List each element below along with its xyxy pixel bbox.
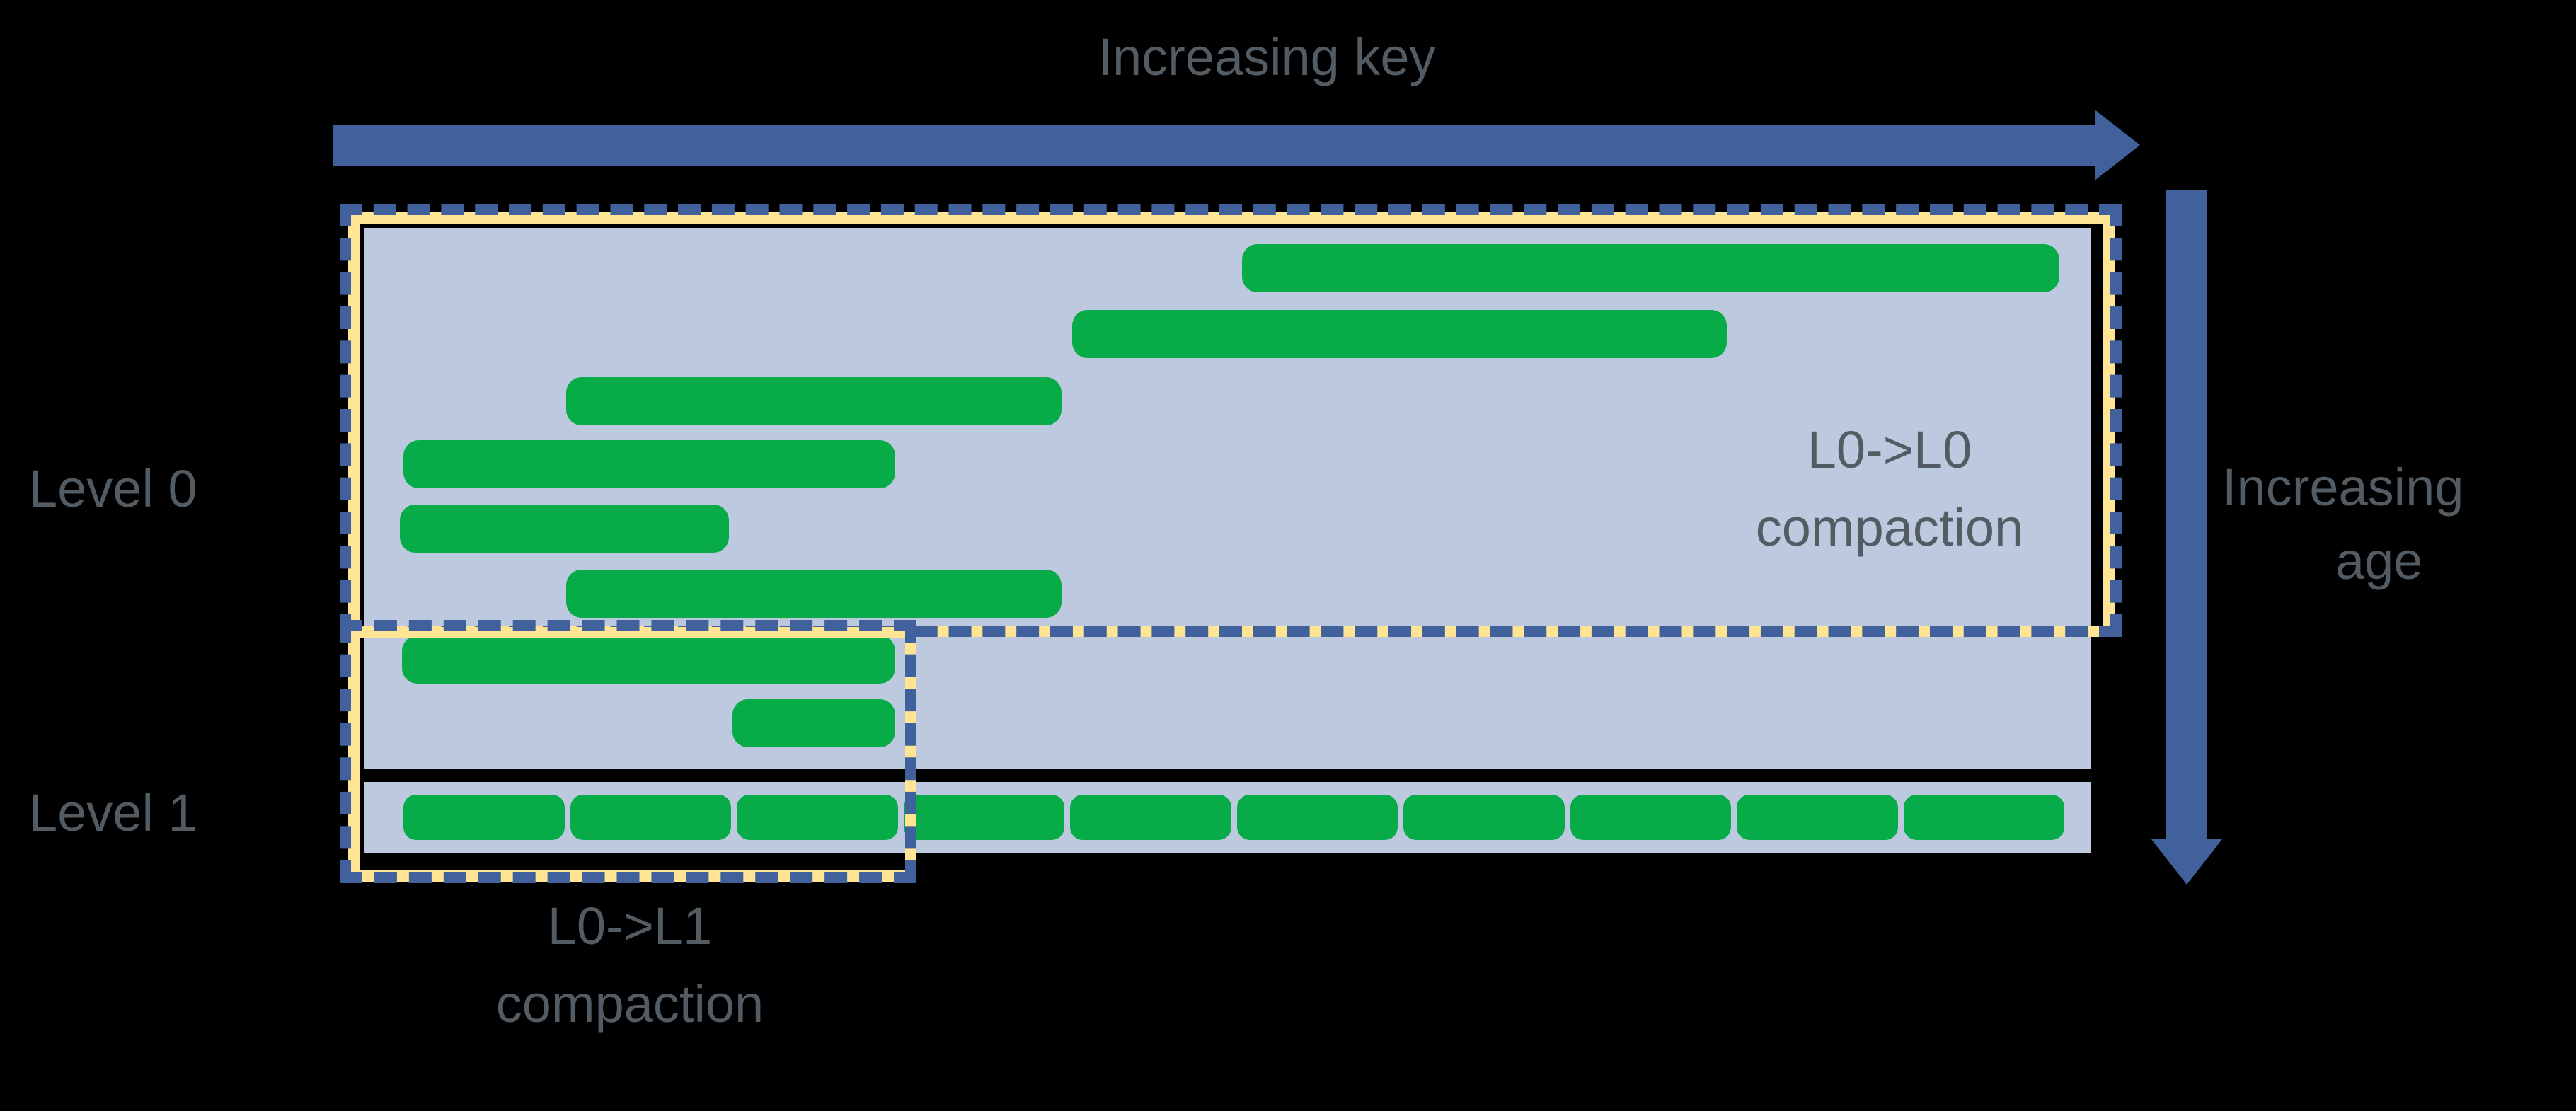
sstable-l1-5	[1236, 795, 1398, 840]
l0-to-l1-compaction-label-line2: compaction	[495, 974, 764, 1033]
sstable-l0-c	[566, 377, 1062, 425]
increasing-key-label: Increasing key	[1098, 28, 1436, 86]
sstable-l1-7	[1570, 795, 1731, 840]
level-separator-right	[916, 769, 2091, 782]
sstable-l0-g	[402, 635, 895, 684]
sstable-l1-1	[570, 795, 731, 840]
sstable-l1-9	[1903, 795, 2064, 840]
sstable-l1-6	[1403, 795, 1565, 840]
sstable-l0-f	[566, 570, 1062, 618]
l0-to-l0-compaction-label-line2: compaction	[1755, 498, 2024, 557]
sstable-l0-d	[403, 440, 895, 488]
sstable-l1-4	[1070, 795, 1231, 840]
increasing-age-arrow-head	[2151, 839, 2222, 885]
sstable-l0-b	[1072, 310, 1727, 358]
sstable-l0-a	[1242, 244, 2059, 292]
sstable-l1-8	[1737, 795, 1898, 840]
sstable-l1-2	[737, 795, 898, 840]
increasing-age-arrow-shaft	[2166, 190, 2207, 841]
increasing-age-label-line2: age	[2335, 531, 2423, 590]
sstable-l1-0	[403, 795, 565, 840]
level-1-label: Level 1	[28, 783, 197, 842]
l0-to-l0-compaction-label-line1: L0->L0	[1807, 420, 1972, 479]
l0-to-l1-compaction-label-line1: L0->L1	[547, 897, 713, 955]
increasing-key-arrow-shaft	[333, 125, 2102, 166]
level-0-label: Level 0	[28, 459, 197, 518]
increasing-age-label-line1: Increasing	[2222, 458, 2464, 517]
sstable-l0-e	[400, 505, 729, 553]
l0-to-l1-compaction-dashed-outline	[340, 620, 916, 883]
increasing-key-arrow-head	[2095, 110, 2140, 180]
sstable-l1-3	[903, 795, 1064, 840]
sstable-l0-h	[732, 699, 895, 747]
